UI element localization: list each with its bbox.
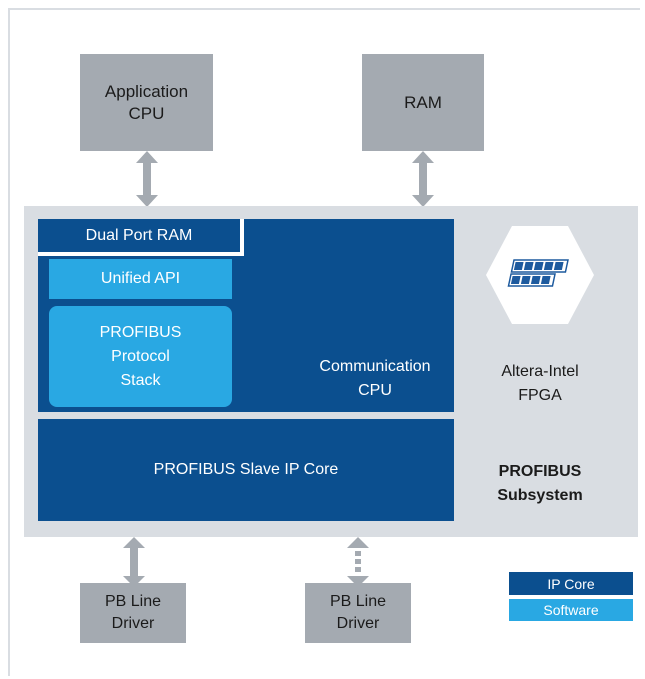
subsystem-label: PROFIBUS Subsystem xyxy=(497,463,583,504)
profibus-logo-icon xyxy=(486,226,594,324)
pb-line-driver-2: PB Line Driver xyxy=(305,583,411,643)
pb-line-driver-1: PB Line Driver xyxy=(80,583,186,643)
legend-software: Software xyxy=(509,599,633,621)
cpu-fpga-arrow xyxy=(136,151,158,207)
legend-ip-core: IP Core xyxy=(509,572,633,595)
ram-fpga-arrow xyxy=(412,151,434,207)
ram-box: RAM xyxy=(362,54,484,151)
diagram-frame xyxy=(8,8,640,676)
application-cpu-box: Application CPU xyxy=(80,54,213,151)
unified-api-box: Unified API xyxy=(49,259,232,299)
protocol-stack-box: PROFIBUS Protocol Stack xyxy=(49,306,232,407)
fpga-label: Altera-Intel FPGA xyxy=(501,363,579,404)
slave-ip-core-box: PROFIBUS Slave IP Core xyxy=(38,419,454,521)
communication-cpu-label: Communication CPU xyxy=(319,358,431,399)
driver2-dashed-arrow xyxy=(347,537,369,587)
dual-port-ram-box: Dual Port RAM xyxy=(38,219,244,256)
driver1-arrow xyxy=(123,537,145,587)
